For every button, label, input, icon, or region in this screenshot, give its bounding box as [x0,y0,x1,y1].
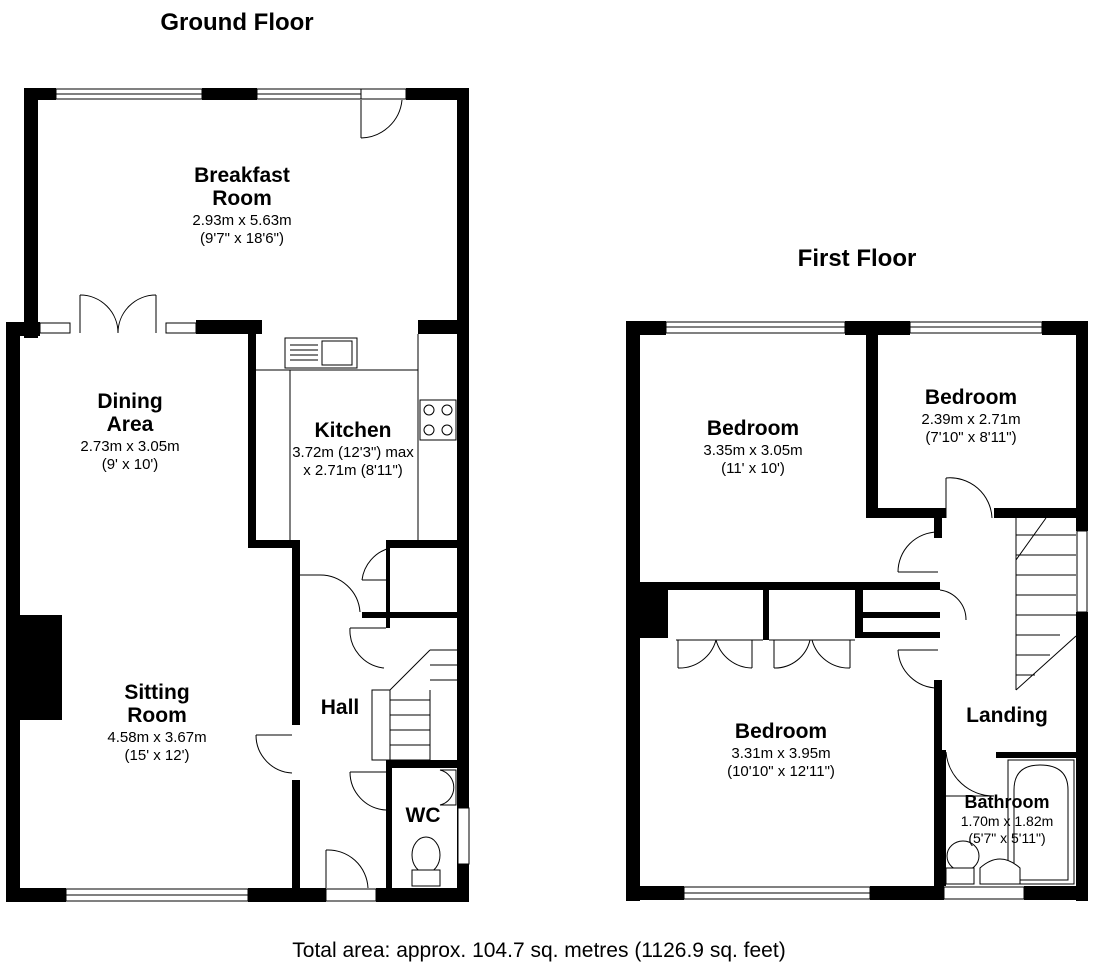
bedroom-3-name: Bedroom [735,720,827,743]
ground-internal-doors [255,547,391,811]
bathroom-dim-metric: 1.70m x 1.82m [961,813,1054,829]
front-door [325,849,377,902]
hob-ring [423,424,435,436]
bedroom-3-dim-metric: 3.31m x 3.95m [731,745,830,762]
total-area: Total area: approx. 104.7 sq. metres (11… [292,939,785,962]
sink-drainer [290,344,318,361]
bedroom-2-dim-metric: 2.39m x 2.71m [921,411,1020,428]
dining-area-name-2: Area [107,413,154,436]
dining-area-dim-imperial: (9' x 10') [102,456,159,473]
bathroom-dim-imperial: (5'7" x 5'11") [968,830,1045,846]
first-floor-title: First Floor [798,245,917,272]
ground-stairs [371,649,457,761]
kitchen-name: Kitchen [314,419,391,442]
hall-name: Hall [321,696,360,719]
breakfast-room-name-1: Breakfast [194,164,290,187]
bedroom-3-dim-imperial: (10'10" x 12'11") [727,763,835,780]
kitchen-dim-2: x 2.71m (8'11") [303,462,403,479]
bedroom-2-name: Bedroom [925,386,1017,409]
bedroom-1-name: Bedroom [707,417,799,440]
first-floor-walls [626,321,1088,901]
first-floor-stairs [1015,517,1077,691]
kitchen-dim-1: 3.72m (12'3") max [292,444,414,461]
sitting-room-dim-metric: 4.58m x 3.67m [107,729,206,746]
sitting-room-name-1: Sitting [124,681,189,704]
landing-doors [897,477,995,797]
dining-area-dim-metric: 2.73m x 3.05m [80,438,179,455]
hob-ring [441,424,453,436]
bedroom-1-dim-metric: 3.35m x 3.05m [703,442,802,459]
bathroom-fixtures [945,759,1075,885]
breakfast-back-door [360,88,407,139]
breakfast-room-name-2: Room [212,187,272,210]
dining-french-doors [39,294,197,334]
bathroom-name: Bathroom [965,792,1050,812]
sitting-room-window [65,888,249,902]
hob-ring [441,404,453,416]
ground-floor-title: Ground Floor [160,9,313,36]
breakfast-room-dim-imperial: (9'7" x 18'6") [200,230,284,247]
breakfast-room-dim-metric: 2.93m x 5.63m [192,212,291,229]
dining-area-name-1: Dining [97,390,162,413]
bedroom-2-dim-imperial: (7'10" x 8'11") [925,429,1016,446]
wc-fixtures [411,769,470,887]
wc-name: WC [406,804,441,827]
sitting-room-name-2: Room [127,704,187,727]
first-floor-windows [665,321,1088,900]
ground-floor-walls [6,88,469,902]
wardrobe-doors [676,639,855,669]
bedroom-1-dim-imperial: (11' x 10') [721,460,785,477]
hob-ring [423,404,435,416]
landing-name: Landing [966,704,1048,727]
kitchen-fittings [256,334,457,540]
sitting-room-dim-imperial: (15' x 12') [125,747,190,764]
